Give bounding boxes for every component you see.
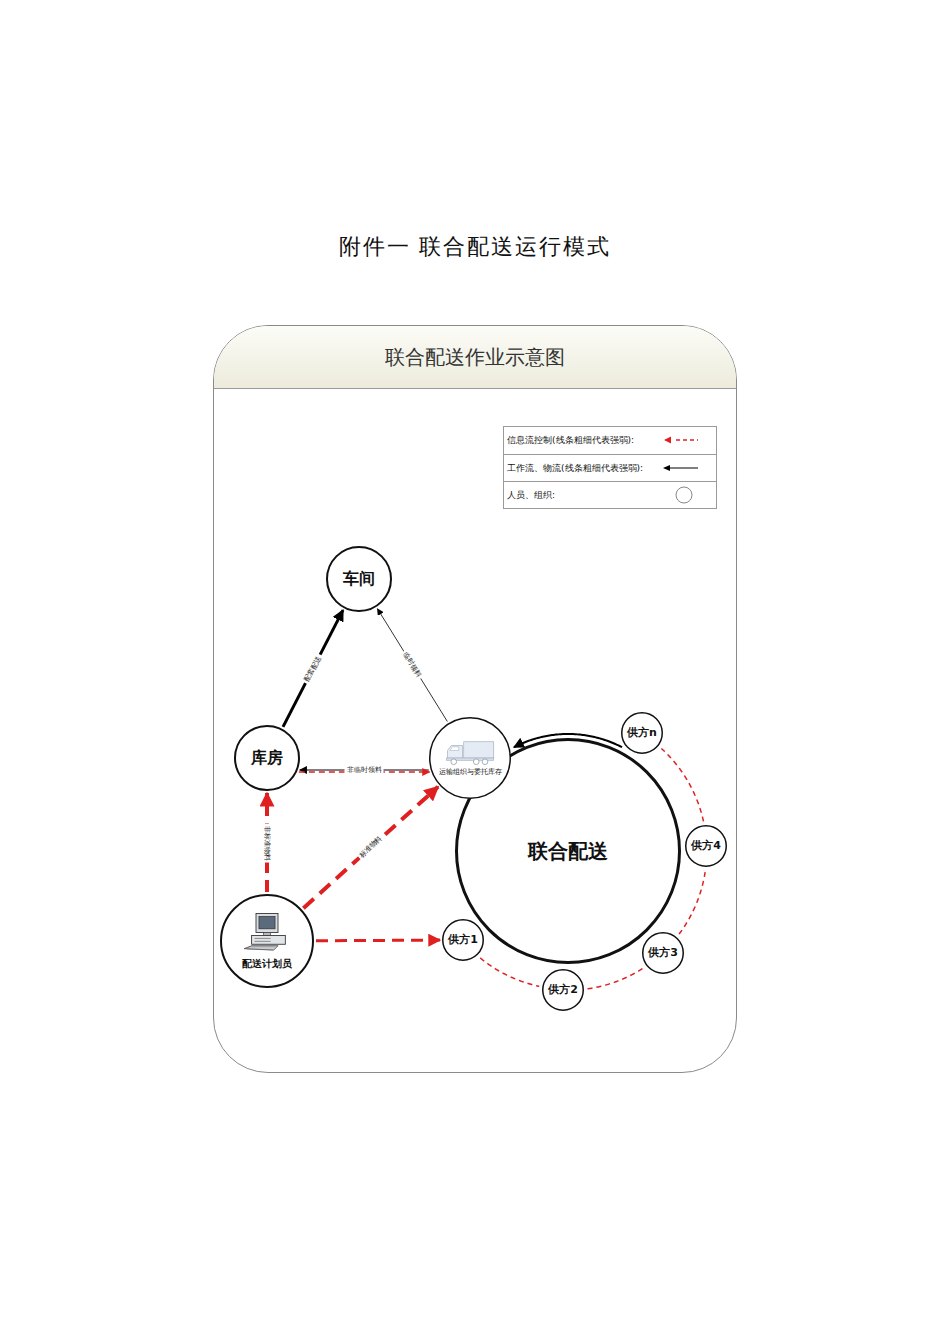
- circle-border: [430, 718, 511, 799]
- icon-use: [244, 913, 285, 950]
- connector: [588, 968, 644, 989]
- edge-label: 临时领料: [400, 649, 424, 681]
- sample-head: [663, 465, 670, 471]
- computer-icon: [236, 912, 298, 956]
- org-circle: 库房: [234, 725, 300, 791]
- org-circle: 供方2: [542, 969, 584, 1011]
- node-label: 供方1: [448, 933, 478, 946]
- legend-box: 信息流控制(线条粗细代表强弱): 工作流、物流(线条粗细代表强弱): 人员、组织:: [503, 426, 717, 509]
- legend-row: 信息流控制(线条粗细代表强弱):: [504, 427, 716, 454]
- edge-label: 非临时领料: [345, 766, 384, 774]
- connector: [377, 609, 447, 722]
- circle-border: [457, 740, 680, 963]
- org-circle: 供方3: [642, 932, 684, 974]
- edge-label: 配套配送: [302, 652, 324, 684]
- node-label: 运输组织与委托库存: [439, 768, 502, 776]
- connector: [316, 939, 440, 943]
- org-circle: 供方n: [621, 712, 663, 754]
- legend-sample: [662, 430, 702, 450]
- edge-label: 标准物料: [356, 834, 385, 862]
- circle-border: [543, 970, 584, 1011]
- node-label: 配送计划员: [242, 958, 292, 970]
- org-circle: 供方1: [442, 919, 484, 961]
- icon-use: [446, 742, 494, 765]
- legend-sample: [662, 458, 702, 478]
- legend-row: 人员、组织:: [504, 481, 716, 508]
- circle-border: [443, 920, 484, 961]
- node-label: 车间: [343, 569, 375, 588]
- circle-border: [221, 895, 313, 987]
- frame-title: 联合配送作业示意图: [214, 344, 736, 371]
- circle-border: [622, 713, 663, 754]
- circle-border: [235, 726, 299, 790]
- legend-text: 人员、组织:: [507, 489, 555, 502]
- connector: [303, 787, 438, 908]
- sample-circle: [676, 487, 692, 503]
- sample-line: [668, 468, 698, 469]
- truck-icon: [445, 740, 495, 766]
- connector: [679, 871, 705, 934]
- edge-label: 非标准物料: [263, 823, 271, 862]
- connector: [480, 958, 539, 986]
- org-circle: 配送计划员: [220, 894, 314, 988]
- circle-border: [327, 547, 391, 611]
- legend-text: 工作流、物流(线条粗细代表强弱):: [507, 462, 643, 475]
- legend-text: 信息流控制(线条粗细代表强弱):: [507, 434, 634, 447]
- sample-line: [676, 439, 698, 441]
- circle-border: [643, 933, 684, 974]
- node-label: 供方3: [648, 946, 678, 959]
- page-title: 附件一 联合配送运行模式: [0, 232, 950, 262]
- node-label: 供方n: [627, 726, 657, 739]
- connector: [283, 610, 343, 727]
- node-label: 库房: [251, 748, 283, 767]
- node-label: 供方2: [548, 983, 578, 996]
- circle-border: [686, 826, 727, 867]
- legend-sample: [662, 485, 702, 505]
- diagram-frame: 联合配送作业示意图车间库房运输组织与委托库存联合配送配送计划员 供方1 供方2 供方3…: [213, 325, 737, 1073]
- legend-row: 工作流、物流(线条粗细代表强弱):: [504, 454, 716, 481]
- node-label: 供方4: [691, 839, 721, 852]
- org-circle: 运输组织与委托库存: [429, 717, 511, 799]
- sample-head: [664, 437, 671, 444]
- org-circle: 供方4: [685, 825, 727, 867]
- node-label: 联合配送: [528, 839, 608, 863]
- org-circle: 车间: [326, 546, 392, 612]
